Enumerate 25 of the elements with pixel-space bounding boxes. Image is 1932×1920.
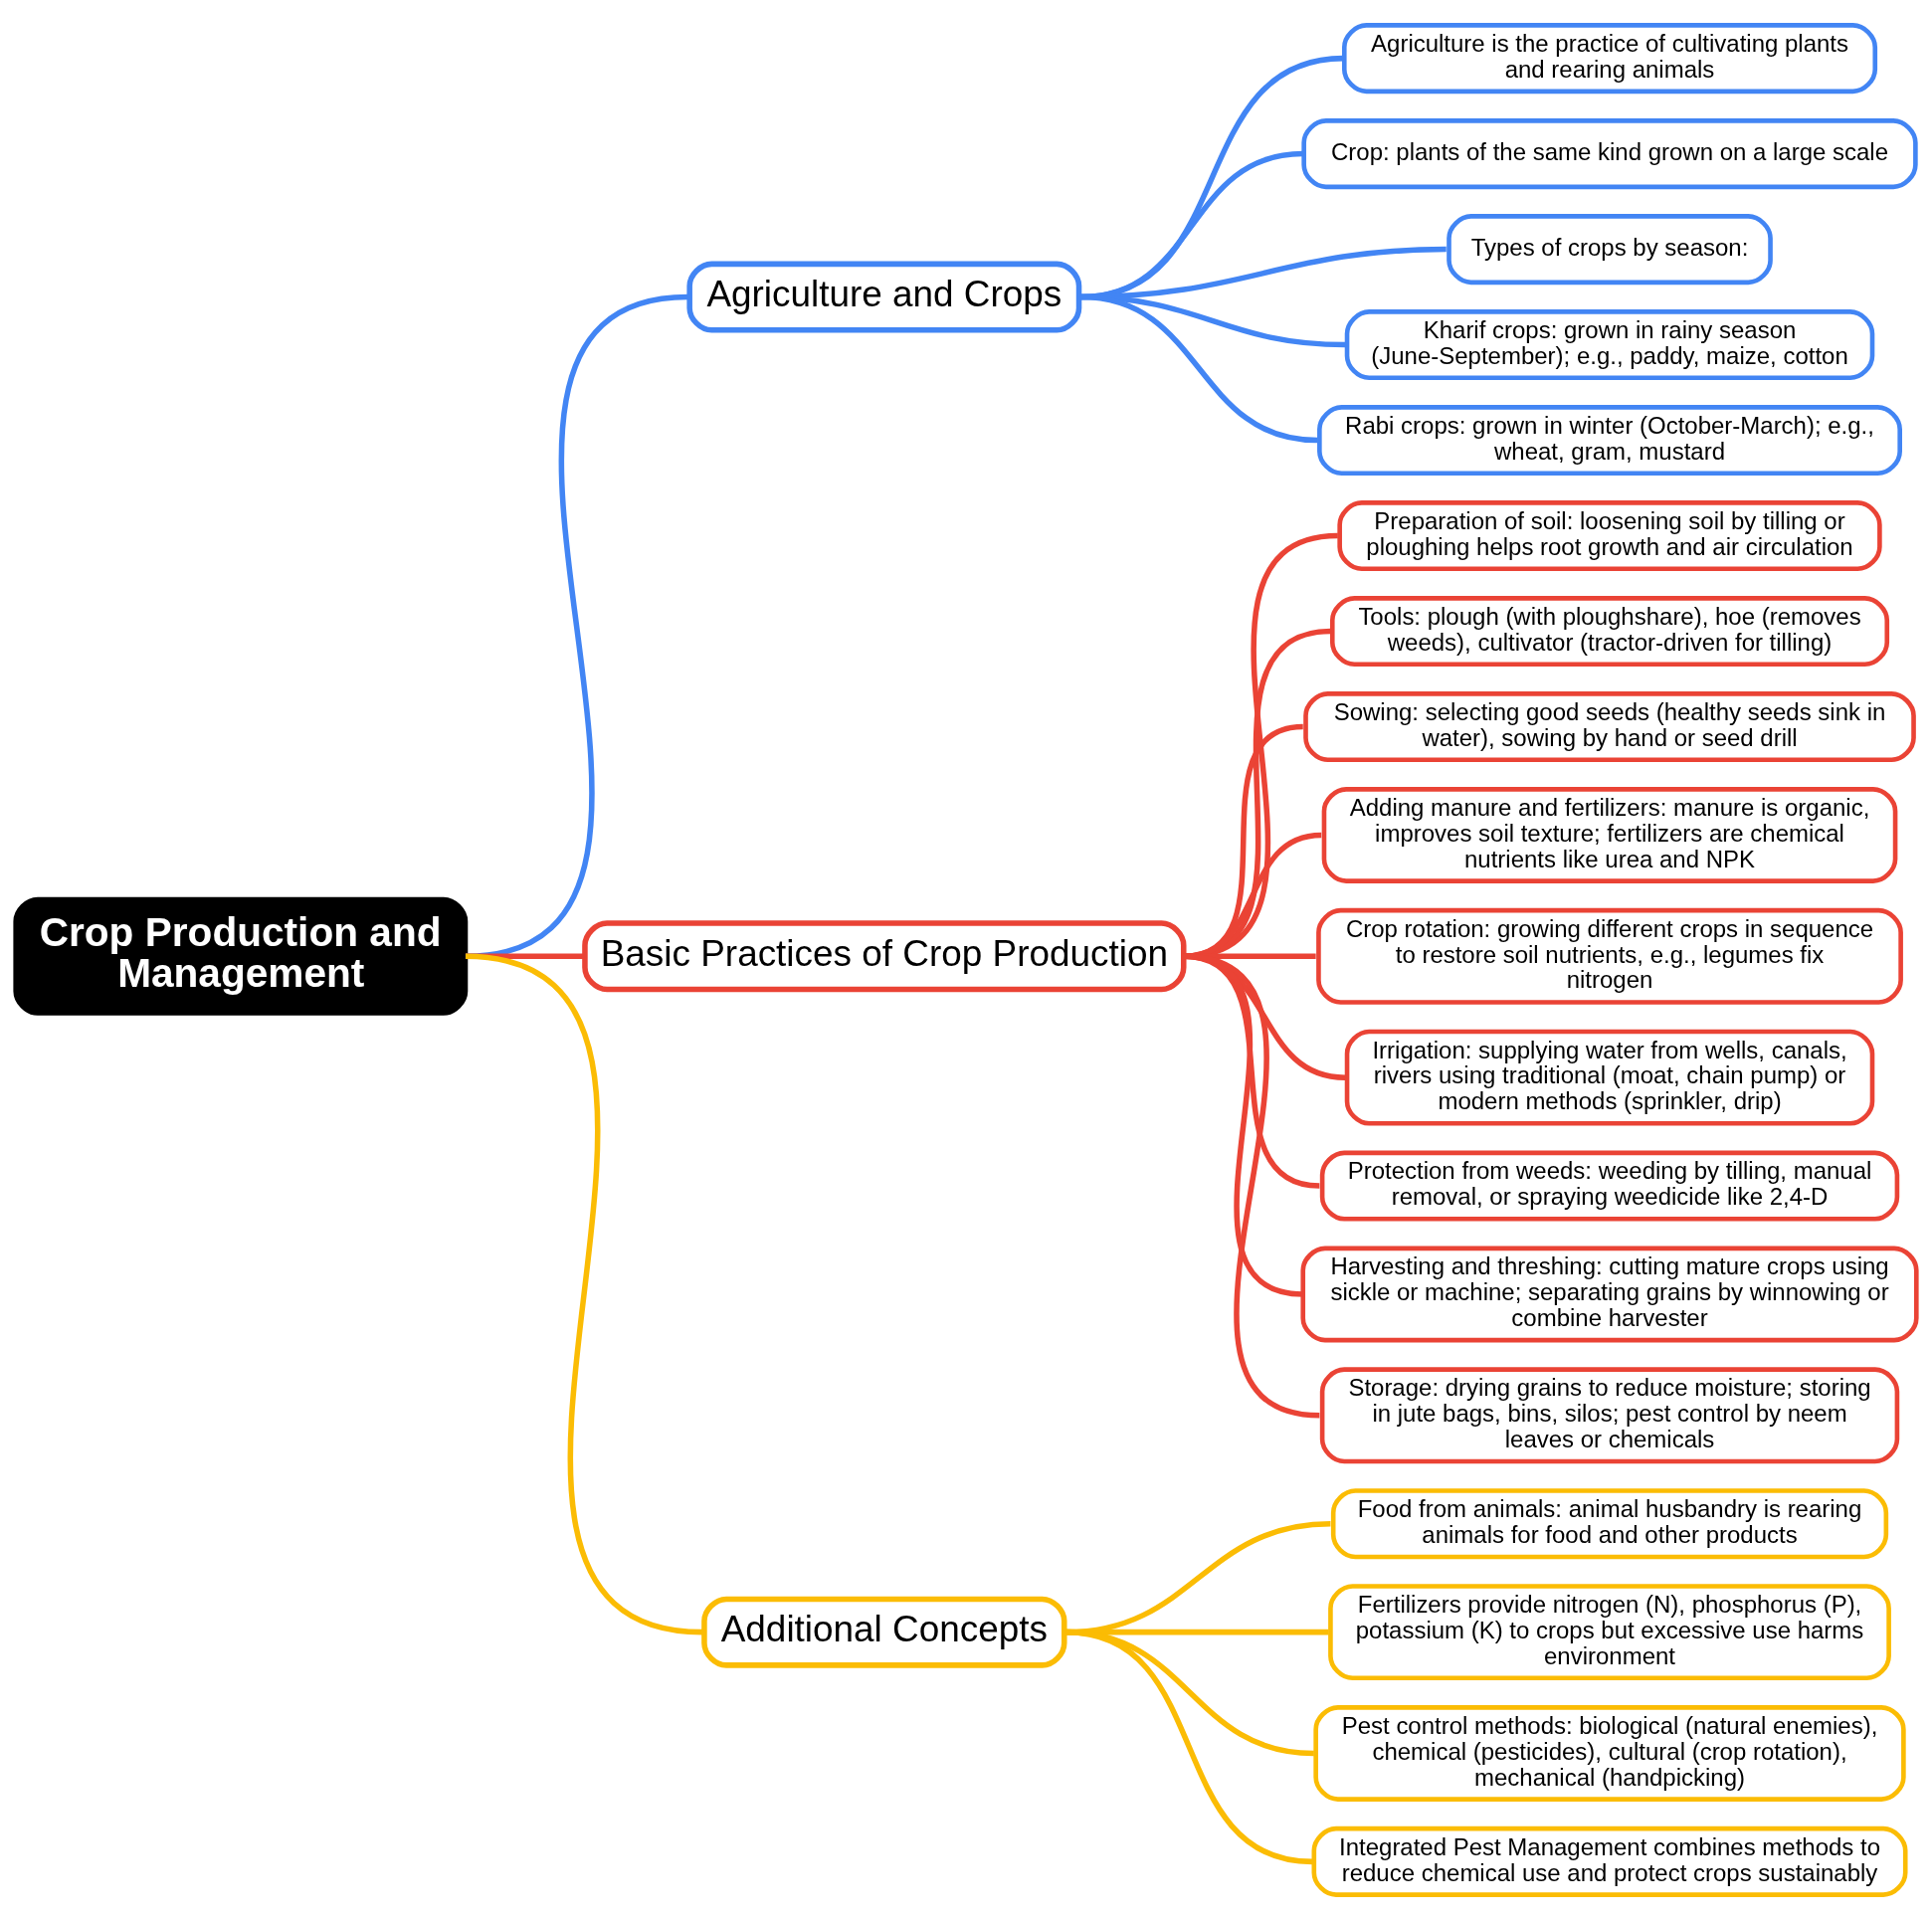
node-box: Crop: plants of the same kind grown on a large scale: [1301, 118, 1918, 190]
node-box: Food from animals: animal husbandry is rearing animals for food and other products: [1330, 1488, 1889, 1560]
node-box: Basic Practices of Crop Production: [582, 920, 1187, 993]
node-box: Tools: plough (with ploughshare), hoe (removes weeds), cultivator (tractor-driven for tilling): [1329, 596, 1890, 668]
connector: [1065, 1629, 1313, 1865]
node-box: Crop Production and Management: [13, 896, 469, 1016]
node-box: Crop rotation: growing different crops in sequence to restore soil nutrients, e.g., legumes fix nitrogen: [1316, 907, 1903, 1005]
node-box: Agriculture is the practice of cultivating plants and rearing animals: [1341, 23, 1878, 95]
node-box: Sowing: selecting good seeds (healthy seeds sink in water), sowing by hand or seed drill: [1303, 691, 1916, 763]
node-box: Agriculture and Crops: [686, 261, 1082, 333]
node-box: Storage: drying grains to reduce moisture; storing in jute bags, bins, silos; pest control by neem leaves or chemicals: [1319, 1367, 1900, 1464]
node-box: Irrigation: supplying water from wells, canals, rivers using traditional (moat, chain pump) or modern methods (sprinkler, drip): [1344, 1029, 1875, 1126]
node-box: Protection from weeds: weeding by tilling, manual removal, or spraying weedicide like 2,4-D: [1319, 1150, 1900, 1222]
node-box: Pest control methods: biological (natural enemies), chemical (pesticides), cultural (crop rotation), mechanical (handpicking): [1313, 1705, 1906, 1802]
node-box: Adding manure and fertilizers: manure is organic, improves soil texture; fertilizers are chemical nutrients like urea and NPK: [1321, 787, 1898, 883]
node-box: Rabi crops: grown in winter (October-March); e.g., wheat, gram, mustard: [1317, 405, 1902, 477]
node-box: Fertilizers provide nitrogen (N), phosphorus (P), potassium (K) to crops but excessive use harms environment: [1328, 1584, 1891, 1681]
connector: [1080, 293, 1318, 444]
node-box: Kharif crops: grown in rainy season (June-September); e.g., paddy, maize, cotton: [1344, 309, 1875, 381]
node-box: Harvesting and threshing: cutting mature crops using sickle or machine; separating grains by winnowing or combine harvester: [1300, 1246, 1919, 1343]
node-box: Types of crops by season:: [1447, 214, 1773, 286]
node-box: Preparation of soil: loosening soil by tilling or ploughing helps root growth and air circulation: [1337, 500, 1882, 572]
node-box: Additional Concepts: [701, 1596, 1067, 1668]
node-box: Integrated Pest Management combines methods to reduce chemical use and protect crops sustainably: [1311, 1825, 1908, 1897]
connector: [1183, 953, 1320, 1419]
